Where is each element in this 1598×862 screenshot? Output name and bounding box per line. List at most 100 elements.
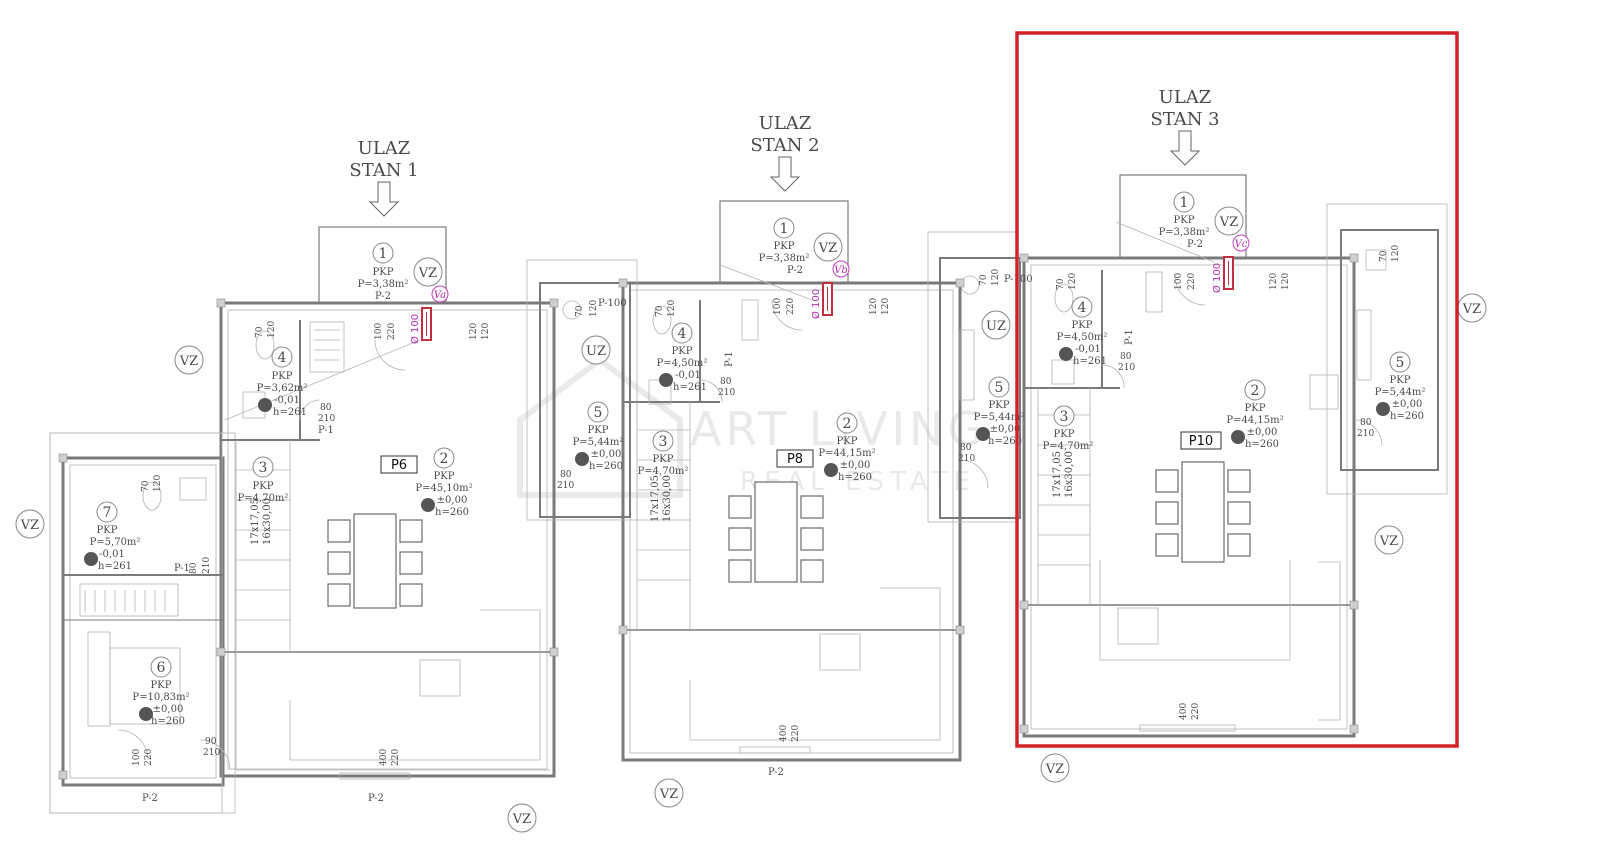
entrance-1-line2: STAN 1 <box>349 160 418 181</box>
svg-text:VZ: VZ <box>818 241 837 256</box>
svg-text:210: 210 <box>557 481 574 491</box>
room-number: 6 <box>157 660 166 676</box>
room-detail: P-2 <box>375 291 391 302</box>
room-2-unit-1: 2 PKP P=45,10m² ±0,00 h=260 <box>415 447 473 518</box>
level-marker-icon <box>421 498 435 512</box>
room-1-unit-1: 1 PKP P=3,38m² P-2 <box>358 242 408 302</box>
room-number: 7 <box>103 505 112 521</box>
entrance-2-arrow-icon <box>769 156 801 192</box>
room-5-unit-2-east: 5 PKP P=5,44m² ±0,00 h=260 <box>974 376 1024 447</box>
entrance-3-line1: ULAZ <box>1159 87 1212 108</box>
room-number: 3 <box>659 434 668 450</box>
svg-text:210: 210 <box>1118 363 1135 373</box>
room-type: PKP <box>97 525 118 536</box>
svg-text:120: 120 <box>1391 245 1401 262</box>
room-3-unit-2: 3 PKP P=4,70m² <box>638 430 688 477</box>
room-height: h=261 <box>273 407 307 418</box>
structural-columns <box>58 253 1359 780</box>
svg-text:120: 120 <box>1281 273 1291 290</box>
entrance-1-line1: ULAZ <box>358 138 411 159</box>
room-number: 2 <box>843 416 852 432</box>
svg-text:P-1: P-1 <box>174 563 190 574</box>
svg-text:UZ: UZ <box>986 319 1006 334</box>
svg-text:120: 120 <box>1269 273 1279 290</box>
svg-text:400: 400 <box>1179 703 1189 720</box>
entrance-stan-2: ULAZ STAN 2 <box>750 113 820 192</box>
svg-text:100: 100 <box>773 298 783 315</box>
room-1-unit-2: 1 PKP P=3,38m² P-2 <box>759 217 809 276</box>
room-type: PKP <box>1390 375 1411 386</box>
svg-text:VZ: VZ <box>1219 215 1238 230</box>
level-marker-icon <box>976 427 990 441</box>
room-area: P=44,15m² <box>818 448 875 459</box>
vz-markers: VZ VZ VZ VZ VZ VZ VZ VZ VZ VZ UZ UZ <box>15 206 1487 833</box>
svg-text:VZ: VZ <box>512 812 531 827</box>
svg-text:70: 70 <box>575 305 585 317</box>
room-area: P=4,70m² <box>1043 441 1094 452</box>
room-1-unit-3: 1 PKP P=3,38m² P-2 <box>1159 191 1210 250</box>
room-2-unit-3: 2 PKP P=44,15m² ±0,00 h=260 <box>1226 379 1284 450</box>
entrance-2-line2: STAN 2 <box>750 135 819 156</box>
level-marker-icon <box>1231 430 1245 444</box>
vz-marker: VZ <box>413 257 443 287</box>
vz-marker: VZ <box>813 232 843 262</box>
room-level: ±0,00 <box>437 495 468 506</box>
vent-pipes: Va Ø 100 Vb Ø 100 Vc Ø 100 <box>409 234 1250 344</box>
room-type: PKP <box>774 241 795 252</box>
room-area: P=3,38m² <box>1159 227 1210 238</box>
svg-text:400: 400 <box>379 749 389 766</box>
watermark-title: ART LIVING <box>690 402 987 456</box>
room-area: P=4,50m² <box>1057 332 1108 343</box>
pipe-diameter-label: Ø 100 <box>810 289 822 319</box>
room-number: 2 <box>1251 383 1260 399</box>
room-type: PKP <box>588 425 609 436</box>
unit-tags: P6 P8 P10 <box>380 431 1222 474</box>
svg-text:17x17,05: 17x17,05 <box>250 498 261 545</box>
vent-label-vb: Vb <box>834 265 848 276</box>
room-level: ±0,00 <box>1392 399 1423 410</box>
svg-text:220: 220 <box>1187 273 1197 290</box>
svg-text:VZ: VZ <box>1462 302 1481 317</box>
room-height: h=260 <box>838 472 872 483</box>
vz-marker: VZ <box>507 803 537 833</box>
room-type: PKP <box>272 371 293 382</box>
room-number: 2 <box>440 451 449 467</box>
svg-text:P-2: P-2 <box>368 793 384 804</box>
svg-text:80: 80 <box>720 377 732 387</box>
vz-marker: VZ <box>1214 206 1244 236</box>
svg-text:70: 70 <box>141 480 151 492</box>
room-number: 3 <box>1060 409 1069 425</box>
entrance-3-arrow-icon <box>1169 130 1201 166</box>
room-type: PKP <box>373 267 394 278</box>
room-height: h=260 <box>151 716 185 727</box>
svg-text:80: 80 <box>1360 418 1372 428</box>
vent-pipe-b: Vb Ø 100 <box>810 260 850 319</box>
svg-text:100: 100 <box>132 749 142 766</box>
svg-text:P-1: P-1 <box>724 351 735 367</box>
svg-text:UZ: UZ <box>586 344 606 359</box>
svg-text:210: 210 <box>202 557 212 574</box>
room-type: PKP <box>434 471 455 482</box>
room-type: PKP <box>672 346 693 357</box>
room-area: P=10,83m² <box>132 692 189 703</box>
room-level: ±0,00 <box>591 449 622 460</box>
svg-text:120: 120 <box>881 298 891 315</box>
svg-text:210: 210 <box>1357 429 1374 439</box>
svg-text:220: 220 <box>144 749 154 766</box>
room-height: h=260 <box>1390 411 1424 422</box>
room-height: h=260 <box>988 436 1022 447</box>
room-number: 1 <box>780 221 789 237</box>
room-number: 5 <box>995 380 1004 396</box>
room-6-unit-1: 6 PKP P=10,83m² ±0,00 h=260 <box>132 656 190 727</box>
entrance-2-line1: ULAZ <box>759 113 812 134</box>
uz-marker: UZ <box>981 310 1011 340</box>
vz-marker: VZ <box>15 509 45 539</box>
svg-text:70: 70 <box>979 274 989 286</box>
svg-text:VZ: VZ <box>418 266 437 281</box>
unit-tag-p10: P10 <box>1189 434 1213 449</box>
room-level: ±0,00 <box>1247 427 1278 438</box>
room-level: ±0,00 <box>990 424 1021 435</box>
room-detail: P-2 <box>787 265 803 276</box>
svg-text:400: 400 <box>779 725 789 742</box>
svg-text:16x30,00: 16x30,00 <box>662 475 673 522</box>
